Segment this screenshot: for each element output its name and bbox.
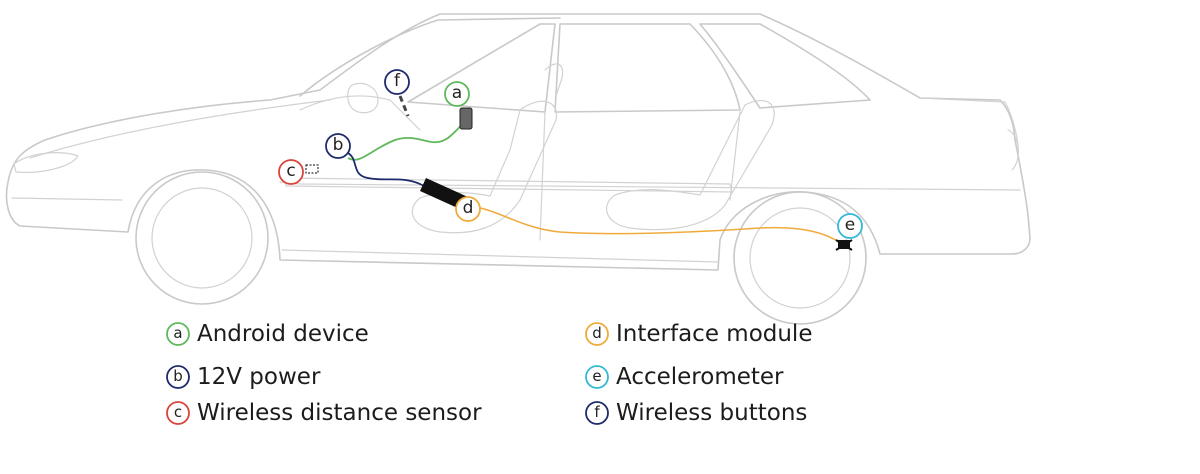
power-cable (345, 151, 425, 187)
car-headlight (13, 152, 79, 173)
legend-letter-c: c (174, 403, 182, 421)
legend-item-c: c Wireless distance sensor (166, 400, 482, 426)
car-front-headrest (544, 63, 564, 97)
accelerometer-device (835, 239, 853, 251)
cables (345, 95, 843, 245)
car-front-window (407, 23, 556, 113)
marker-d: d (455, 196, 481, 222)
android-cable (347, 119, 467, 161)
legend-label-b: 12V power (197, 364, 321, 390)
legend-item-e: e Accelerometer (585, 364, 784, 390)
car-hood-line (29, 99, 331, 159)
marker-circle-c (278, 159, 304, 185)
marker-letter-e: e (845, 215, 855, 235)
car-windshield (299, 17, 561, 97)
marker-circle-f (384, 69, 410, 95)
car-body-crease (11, 197, 123, 201)
legend-circle-a (166, 322, 190, 346)
legend-item-b: b 12V power (166, 364, 321, 390)
legend-label-a: Android device (197, 321, 369, 347)
marker-letter-c: c (286, 161, 295, 181)
distance-sensor-box (305, 164, 319, 174)
legend-label-d: Interface module (616, 321, 812, 347)
legend-item-d: d Interface module (585, 321, 812, 347)
car-sill-line (281, 249, 719, 263)
legend-circle-f (585, 401, 609, 425)
legend-letter-e: e (592, 367, 601, 385)
marker-circle-b (325, 133, 351, 159)
marker-letter-a: a (452, 83, 462, 103)
legend-circle-d (585, 322, 609, 346)
car-taillight (1007, 129, 1019, 171)
legend-item-a: a Android device (166, 321, 369, 347)
marker-circle-a (444, 81, 470, 107)
legend-letter-f: f (594, 403, 600, 421)
legend-circle-e (585, 365, 609, 389)
car-rear-seat (605, 100, 775, 231)
car-body-outline (5, 13, 1031, 271)
legend-letter-d: d (592, 324, 602, 342)
devices (305, 107, 853, 251)
marker-b: b (325, 133, 351, 159)
interface-cable (469, 205, 843, 245)
car-front-rim (151, 187, 253, 289)
legend-letter-a: a (173, 324, 182, 342)
marker-e: e (837, 213, 863, 239)
marker-letter-b: b (333, 135, 344, 155)
legend-label-c: Wireless distance sensor (197, 400, 482, 426)
android-device-body (459, 107, 473, 130)
wireless-buttons-mount (398, 95, 410, 117)
marker-circle-e (837, 213, 863, 239)
car-rear-window (554, 23, 741, 113)
interface-module-body (420, 178, 468, 210)
car-front-tire (135, 171, 269, 305)
legend-circle-b (166, 365, 190, 389)
car-outline (5, 13, 1031, 325)
car-front-seat (411, 100, 558, 234)
legend-label-e: Accelerometer (616, 364, 784, 390)
marker-letter-d: d (463, 198, 474, 218)
marker-c: c (278, 159, 304, 185)
legend-item-f: f Wireless buttons (585, 400, 807, 426)
car-rear-tire (733, 191, 867, 325)
car-rear-rim (749, 207, 851, 309)
car-quarter-window (699, 23, 871, 109)
legend-letter-b: b (173, 367, 183, 385)
marker-letter-f: f (394, 71, 401, 91)
car-steering-wheel (347, 82, 379, 114)
car-dashboard (299, 95, 421, 131)
legend-circle-c (166, 401, 190, 425)
marker-circle-d (455, 196, 481, 222)
marker-a: a (444, 81, 470, 107)
legend-label-f: Wireless buttons (616, 400, 807, 426)
marker-f: f (384, 69, 410, 95)
legend: a Android device b 12V power c Wireless dista… (166, 321, 812, 426)
component-markers: a b c d e f (278, 69, 863, 239)
car-door-seam-rear (729, 111, 741, 201)
car-door-seam-front (539, 111, 546, 241)
